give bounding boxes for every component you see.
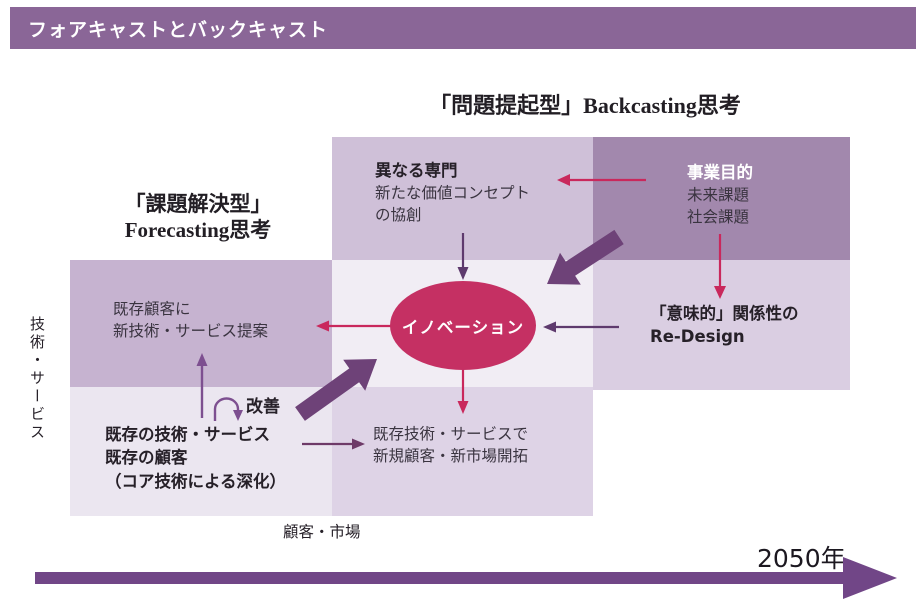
- cell-existing-tech: 既存の技術・サービス 既存の顧客 （コア技術による深化）: [70, 387, 332, 516]
- innovation-ellipse: イノベーション: [390, 281, 536, 370]
- semantic-redesign-line2: Re-Design: [650, 327, 745, 347]
- cell-new-market: 既存技術・サービスで 新規顧客・新市場開拓: [332, 387, 593, 516]
- cell-different-expertise: 異なる専門 新たな価値コンセプト の協創: [332, 137, 593, 260]
- page-title: フォアキャストとバックキャスト: [28, 18, 329, 41]
- business-purpose-line1: 未来課題: [687, 186, 750, 205]
- cell-existing-customers: 既存顧客に 新技術・サービス提案: [70, 260, 332, 387]
- business-purpose-heading: 事業目的: [687, 163, 753, 182]
- forecasting-title-line1: 「課題解決型」: [124, 192, 272, 216]
- cell-semantic-redesign: 「意味的」関係性の Re-Design: [593, 260, 850, 390]
- existing-tech-line3: （コア技術による深化）: [105, 471, 287, 491]
- different-expertise-line1: 新たな価値コンセプト: [375, 184, 531, 203]
- business-purpose-line2: 社会課題: [687, 208, 750, 227]
- horizontal-axis-label: 顧客・市場: [283, 523, 361, 541]
- forecasting-title-line2: Forecasting思考: [124, 217, 272, 242]
- vertical-axis-label: 技術・サービス: [28, 316, 46, 442]
- different-expertise-line2: の協創: [375, 206, 422, 225]
- existing-customers-line1: 既存顧客に: [113, 300, 191, 318]
- existing-tech-line1: 既存の技術・サービス: [105, 425, 270, 444]
- improvement-label: 改善: [246, 397, 280, 417]
- backcasting-title: 「問題提起型」Backcasting思考: [429, 93, 741, 118]
- semantic-redesign-line1: 「意味的」関係性の: [650, 304, 799, 323]
- header-bar: フォアキャストとバックキャスト: [10, 7, 916, 49]
- timeline-year-label: 2050年: [757, 544, 846, 573]
- new-market-line1: 既存技術・サービスで: [373, 425, 529, 443]
- innovation-label: イノベーション: [401, 317, 525, 337]
- existing-tech-line2: 既存の顧客: [105, 448, 188, 468]
- different-expertise-heading: 異なる専門: [375, 161, 458, 180]
- cell-business-purpose: 事業目的 未来課題 社会課題: [593, 137, 850, 260]
- new-market-line2: 新規顧客・新市場開拓: [373, 447, 529, 465]
- forecasting-title: 「課題解決型」 Forecasting思考: [58, 192, 338, 243]
- existing-customers-line2: 新技術・サービス提案: [113, 322, 269, 340]
